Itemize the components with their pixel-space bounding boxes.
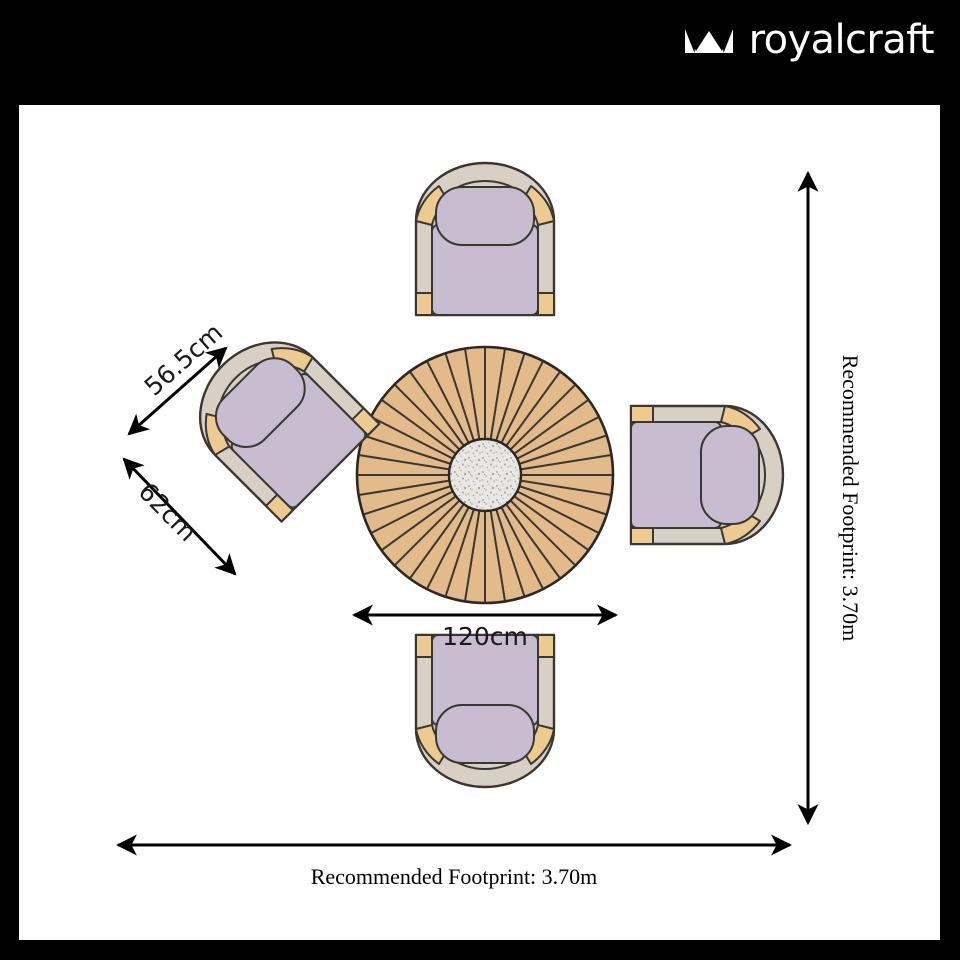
- brand-name: royalcraft: [748, 17, 935, 63]
- dining-table: [355, 345, 615, 605]
- dimension-chair-width: 62cm: [122, 457, 237, 576]
- chair-bottom: [414, 633, 556, 789]
- dimension-table-width: 120cm: [351, 604, 619, 651]
- layout-plan-svg: 120cm 56.5cm 62cm Recommended Footprint:…: [115, 161, 863, 889]
- table-width-label: 120cm: [442, 622, 528, 651]
- table-center-inlay: [447, 437, 523, 513]
- brand-lockup: royalcraft: [683, 17, 935, 63]
- chair-width-arrow: [122, 457, 237, 576]
- table-slat-lines: [358, 348, 612, 602]
- plan-canvas: 120cm 56.5cm 62cm Recommended Footprint:…: [19, 105, 940, 940]
- dimension-footprint-width: Recommended Footprint: 3.70m: [115, 834, 793, 889]
- dimension-footprint-height: Recommended Footprint: 3.70m: [797, 170, 863, 826]
- chair-width-label: 62cm: [133, 477, 203, 547]
- chair-right: [629, 404, 785, 546]
- footprint-height-label: Recommended Footprint: 3.70m: [838, 355, 863, 642]
- chair-depth-arrow: [127, 346, 228, 436]
- footprint-width-label: Recommended Footprint: 3.70m: [311, 864, 598, 889]
- chair-top: [414, 161, 556, 317]
- crown-icon: [684, 29, 733, 53]
- brand-header: royalcraft: [0, 0, 960, 105]
